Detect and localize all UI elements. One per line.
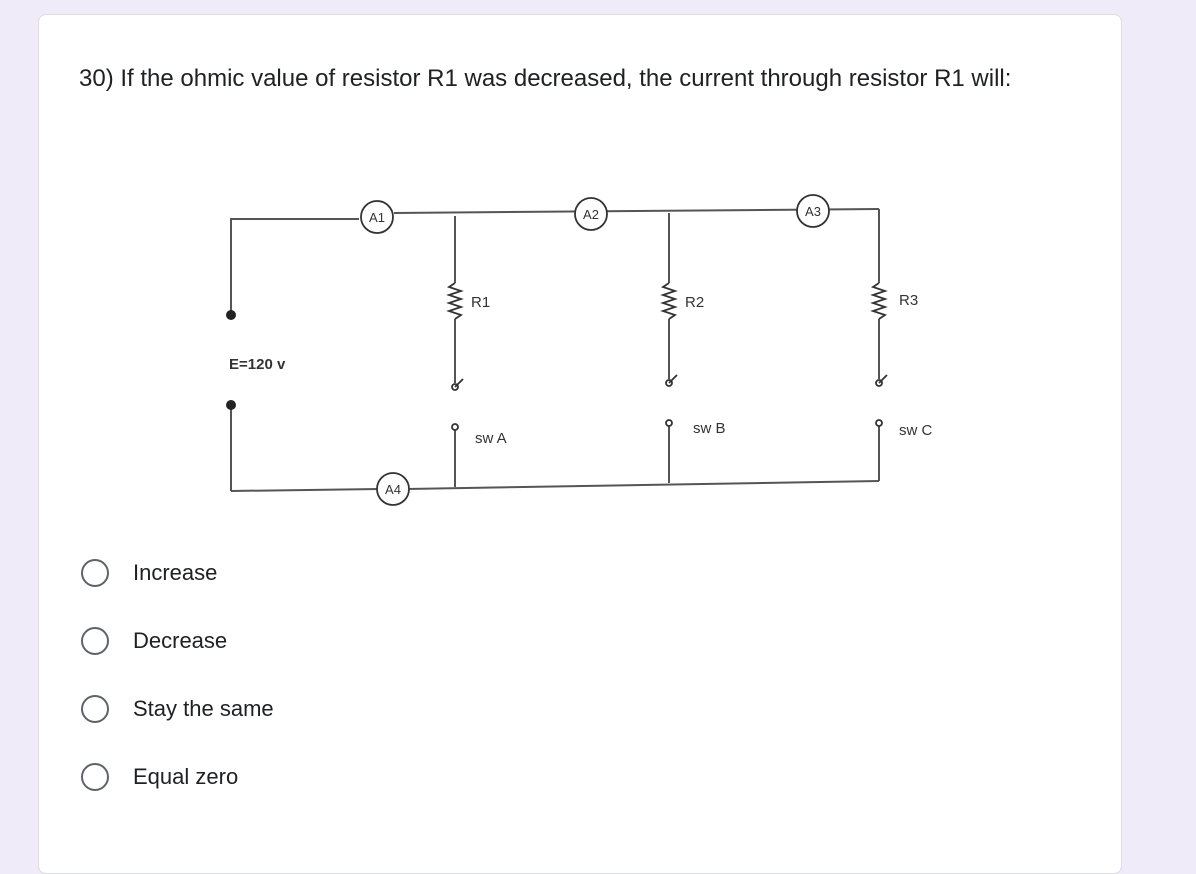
- battery-terminal-top: [226, 310, 236, 320]
- ammeter-2-label: A2: [583, 207, 599, 222]
- switch-b-label: sw B: [693, 420, 726, 437]
- resistor-1-label: R1: [471, 294, 490, 311]
- option-label: Decrease: [133, 628, 228, 653]
- option-label: Stay the same: [133, 696, 274, 721]
- resistor-zigzags: [446, 282, 888, 320]
- circuit-wires: [230, 208, 880, 492]
- resistor-3-label: R3: [899, 292, 918, 309]
- option-label: Equal zero: [133, 764, 239, 789]
- resistor-2-label: R2: [685, 294, 704, 311]
- source-label: E=120 v: [229, 356, 286, 373]
- radio-button[interactable]: [81, 559, 109, 587]
- battery-terminal-bottom: [226, 400, 236, 410]
- option-label: Increase: [133, 560, 218, 585]
- ammeter-3-label: A3: [805, 204, 821, 219]
- radio-button[interactable]: [81, 695, 109, 723]
- switch-a-label: sw A: [475, 430, 507, 447]
- ammeters: [360, 194, 830, 506]
- circuit-diagram: E=120 v R1 R2 R3 sw A: [179, 183, 959, 523]
- radio-button[interactable]: [81, 763, 109, 791]
- switch-c-label: sw C: [899, 422, 933, 439]
- option-stay-the-same[interactable]: Stay the same: [79, 689, 479, 729]
- option-decrease[interactable]: Decrease: [79, 621, 479, 661]
- option-increase[interactable]: Increase: [79, 553, 479, 593]
- option-equal-zero[interactable]: Equal zero: [79, 757, 479, 797]
- radio-button[interactable]: [81, 627, 109, 655]
- ammeter-1-label: A1: [369, 210, 385, 225]
- question-text: 30) If the ohmic value of resistor R1 wa…: [79, 65, 1012, 92]
- ammeter-4-label: A4: [385, 482, 401, 497]
- question-card: 30) If the ohmic value of resistor R1 wa…: [38, 14, 1122, 874]
- switches: [451, 374, 888, 431]
